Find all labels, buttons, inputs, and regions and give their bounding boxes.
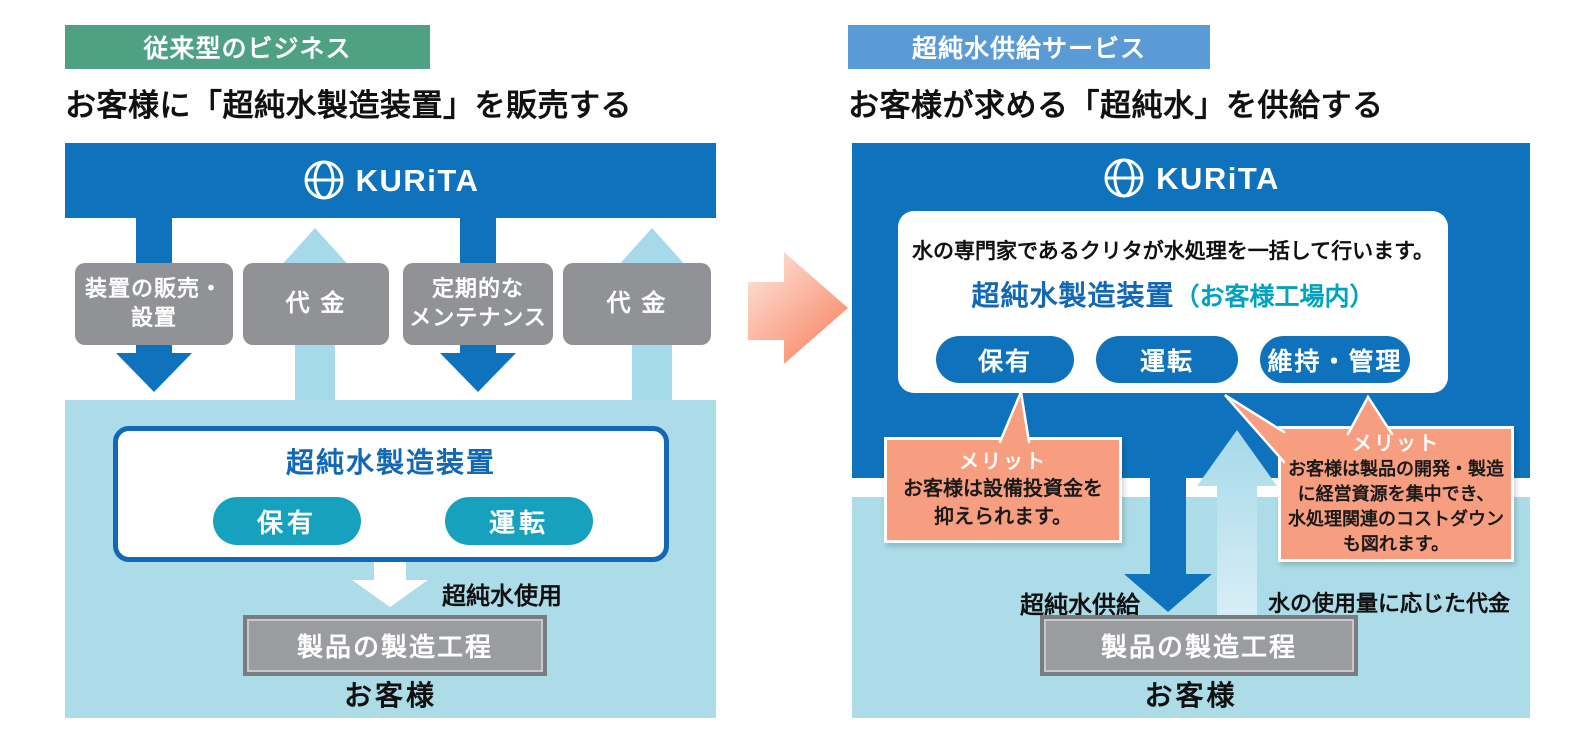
kurita-globe-icon: [1104, 158, 1144, 198]
right-equipment-title: 超純水製造装置: [971, 280, 1175, 311]
merit-callout-left: メリット お客様は設備投資金を 抑えられます。: [884, 437, 1122, 543]
right-customer-label: お客様: [1144, 680, 1238, 711]
usage-label: 超純水使用: [442, 583, 562, 610]
merit-callout-right-body: お客様は製品の開発・製造 に経営資源を集中でき、 水処理関連のコストダウン も図…: [1288, 459, 1504, 554]
kurita-wordmark: KURiTA: [355, 162, 480, 198]
left-title: お客様に「超純水製造装置」を販売する: [65, 88, 632, 123]
supply-label: 超純水供給: [1020, 592, 1140, 619]
pill-operation-left: 運転: [445, 497, 593, 545]
left-customer-label: お客様: [343, 680, 437, 711]
merit-callout-left-body: お客様は設備投資金を 抑えられます。: [903, 478, 1103, 528]
right-title: お客様が求める「超純水」を供給する: [848, 88, 1384, 123]
left-badge: 従来型のビジネス: [65, 25, 430, 69]
transition-right-arrow: [748, 252, 848, 364]
pill-ownership-left: 保有: [213, 497, 361, 545]
left-equipment-title: 超純水製造装置: [285, 447, 496, 478]
flow-box-payment-2: 代 金: [563, 263, 711, 345]
flow-box-maintenance: 定期的な メンテナンス: [403, 263, 553, 345]
kurita-wordmark: KURiTA: [1156, 160, 1280, 196]
merit-callout-right-title: メリット: [1352, 433, 1440, 456]
right-process-box: 製品の製造工程: [1040, 615, 1358, 676]
right-service-box: 水の専門家であるクリタが水処理を一括して行います。 超純水製造装置（お客様工場内…: [898, 211, 1448, 393]
right-kurita-logo: KURiTA: [852, 153, 1530, 203]
left-badge-label: 従来型のビジネス: [143, 35, 352, 63]
pill-ownership-right: 保有: [936, 336, 1074, 383]
pill-maintenance-management: 維持・管理: [1260, 336, 1410, 383]
flow-box-equipment-sale: 装置の販売・ 設置: [75, 263, 233, 345]
merit-callout-left-title: メリット: [959, 451, 1047, 473]
right-equipment-location: （お客様工場内）: [1174, 283, 1375, 311]
flow-box-payment-1: 代 金: [243, 263, 389, 345]
left-equipment-box: 超純水製造装置 保有 運転: [113, 426, 669, 562]
right-badge-label: 超純水供給サービス: [911, 35, 1146, 63]
payment-label: 水の使用量に応じた代金: [1268, 591, 1511, 616]
left-kurita-bar: [65, 143, 716, 218]
left-process-box: 製品の製造工程: [243, 615, 547, 676]
service-note: 水の専門家であるクリタが水処理を一括して行います。: [911, 240, 1435, 263]
left-kurita-logo: KURiTA: [65, 155, 716, 205]
pill-operation-right: 運転: [1096, 336, 1238, 383]
right-badge: 超純水供給サービス: [848, 25, 1210, 69]
kurita-globe-icon: [304, 160, 344, 200]
merit-callout-right: メリット お客様は製品の開発・製造 に経営資源を集中でき、 水処理関連のコストダ…: [1278, 426, 1514, 562]
right-equipment-line: 超純水製造装置（お客様工場内）: [898, 274, 1448, 314]
